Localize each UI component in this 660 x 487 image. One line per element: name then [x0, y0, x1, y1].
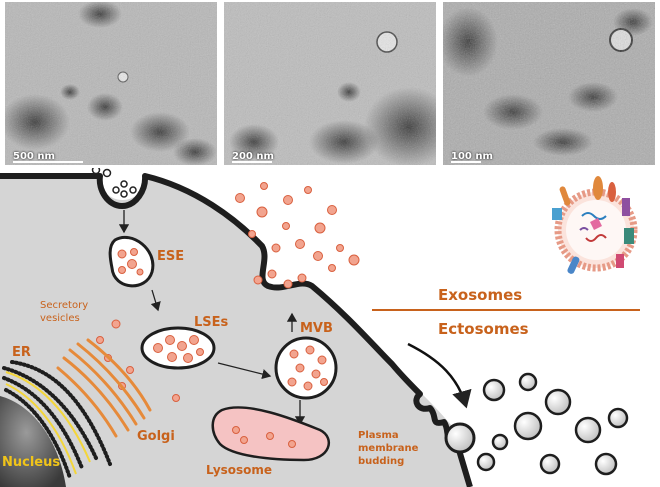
budding-ectosome	[444, 422, 476, 454]
scale-bar	[451, 161, 481, 163]
label-plasma-line2: membrane	[358, 443, 419, 454]
label-lses: LSEs	[194, 315, 229, 330]
scale-bar	[13, 161, 83, 163]
label-ectosomes: Ectosomes	[438, 320, 529, 338]
label-plasma-line1: Plasma	[358, 430, 399, 441]
label-nucleus: Nucleus	[2, 455, 60, 470]
micrograph-image-1	[5, 2, 217, 165]
scale-label: 200 nm	[232, 151, 274, 162]
plasma-membrane	[0, 173, 473, 487]
label-secretory-line2: vesicles	[40, 313, 80, 324]
released-exosomes	[235, 182, 360, 272]
lysosome	[211, 406, 330, 462]
early-sorting-endosome	[108, 235, 155, 288]
micrograph-image-2	[224, 2, 436, 165]
label-er: ER	[12, 345, 31, 360]
released-ectosomes	[476, 372, 629, 476]
multivesicular-body	[274, 336, 338, 400]
label-lysosome: Lysosome	[206, 463, 272, 477]
scale-bar	[232, 161, 272, 163]
label-golgi: Golgi	[137, 429, 175, 444]
micrograph-panel-1: 500 nm	[5, 2, 217, 165]
label-mvb: MVB	[300, 321, 333, 336]
cell-diagram: ESE LSEs MVB Lysosome	[0, 168, 640, 487]
endoplasmic-reticulum	[2, 360, 112, 480]
micrograph-image-3	[443, 2, 655, 165]
label-secretory-line1: Secretory	[40, 300, 88, 311]
exosome-structure-icon	[552, 176, 638, 274]
budding-arrow	[407, 342, 472, 409]
scale-label: 100 nm	[451, 151, 493, 162]
late-sorting-endosome	[140, 326, 216, 370]
scale-label: 500 nm	[13, 151, 55, 162]
label-ese: ESE	[157, 249, 184, 264]
endocytic-pit	[91, 168, 137, 198]
nucleus	[0, 396, 66, 487]
mvb-fusion-vesicles	[253, 269, 307, 289]
label-plasma-line3: budding	[358, 456, 404, 467]
label-exosomes: Exosomes	[438, 286, 522, 304]
golgi-apparatus	[56, 338, 152, 438]
micrograph-panel-2: 200 nm	[224, 2, 436, 165]
micrograph-panel-3: 100 nm	[443, 2, 655, 165]
